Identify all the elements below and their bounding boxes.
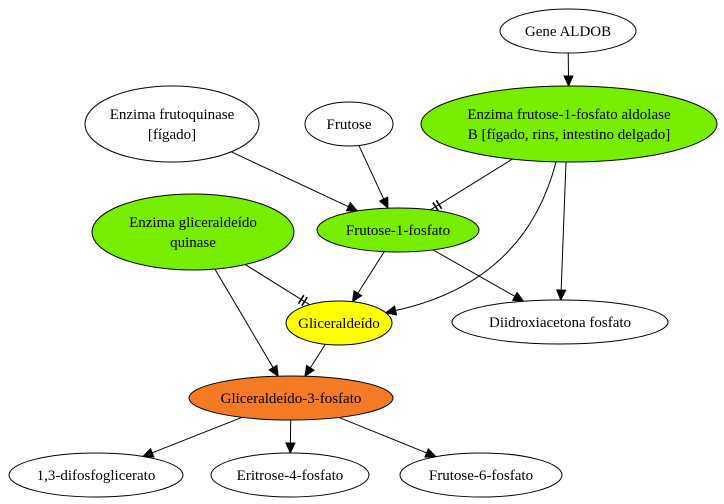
node-frutose-1-fosfato: Frutose-1-fosfato	[316, 207, 480, 253]
edge-enzima_frutoquinase-to-frutose_1_fosfato	[231, 151, 359, 212]
node-label: Enzima gliceraldeído	[129, 215, 257, 231]
node-ellipse	[8, 452, 184, 498]
node-label: Frutose	[327, 117, 372, 133]
node-ellipse	[420, 85, 718, 163]
node-difosfoglicerato: 1,3-difosfoglicerato	[8, 452, 184, 498]
node-frutose-6-fosfato: Frutose-6-fosfato	[399, 452, 563, 498]
edge-line	[214, 268, 274, 368]
edge-enzima_aldolase-to-gliceraldeido	[384, 161, 557, 316]
node-ellipse	[316, 207, 480, 253]
arrowhead	[378, 196, 389, 210]
edge-enzima_aldolase-to-frutose_1_fosfato	[430, 158, 513, 212]
node-ellipse	[188, 375, 394, 421]
node-enzima-glic-quinase: Enzima gliceraldeído quinase	[91, 193, 295, 271]
node-enzima-aldolase: Enzima frutose-1-fosfato aldolase B [fíga…	[420, 85, 718, 163]
edge-frutose-to-frutose_1_fosfato	[358, 145, 389, 210]
edge-gliceraldeido-to-glic_3_fosfato	[304, 343, 326, 378]
node-ellipse	[91, 193, 295, 271]
arrowhead	[424, 447, 438, 458]
node-eritrose: Eritrose-4-fosfato	[210, 452, 370, 498]
node-ellipse	[210, 452, 370, 498]
edge-line	[432, 249, 516, 297]
edge-line	[152, 416, 243, 454]
node-frutose: Frutose	[304, 101, 394, 147]
node-label: Enzima frutoquinase	[110, 107, 235, 123]
edge-gene_aldob-to-enzima_aldolase	[563, 52, 574, 88]
node-ellipse	[451, 299, 669, 345]
arrowhead	[351, 290, 363, 303]
edge-enzima_aldolase-to-diidroxiacetona	[555, 161, 567, 302]
node-ellipse	[84, 85, 260, 163]
edges-layer	[141, 52, 574, 458]
node-label: Gliceraldeído-3-fosfato	[221, 391, 362, 407]
node-label: Gene ALDOB	[525, 24, 611, 40]
edge-frutose_1_fosfato-to-gliceraldeido	[351, 251, 385, 303]
node-label: Gliceraldeído	[298, 316, 380, 332]
node-label: quinase	[170, 235, 216, 251]
arrowhead	[304, 364, 316, 378]
edge-line	[395, 161, 557, 312]
arrowhead	[285, 442, 296, 455]
inhibition-tick	[435, 199, 443, 210]
arrowhead	[268, 364, 279, 378]
node-gene-aldob: Gene ALDOB	[499, 8, 637, 54]
node-enzima-frutoquinase: Enzima frutoquinase [fígado]	[84, 85, 260, 163]
node-diidroxiacetona: Diidroxiacetona fosfato	[451, 299, 669, 345]
inhibition-tick	[297, 294, 305, 305]
node-label: Diidroxiacetona fosfato	[489, 315, 631, 331]
node-ellipse	[399, 452, 563, 498]
edge-enzima_glic_quinase-to-glic_3_fosfato	[214, 268, 279, 378]
edge-line	[231, 151, 349, 208]
arrowhead	[563, 75, 574, 88]
node-label: Frutose-1-fosfato	[346, 223, 450, 239]
edge-line	[309, 343, 326, 369]
edge-glic_3_fosfato-to-difosfoglicerato	[141, 416, 243, 458]
arrowhead	[345, 201, 359, 212]
node-label: B [fígado, rins, intestino delgado]	[468, 127, 670, 143]
arrowhead	[141, 447, 155, 458]
arrowhead	[511, 291, 525, 302]
node-label: Enzima frutose-1-fosfato aldolase	[467, 107, 671, 123]
edge-line	[244, 264, 310, 306]
edge-glic_3_fosfato-to-eritrose	[285, 419, 296, 455]
node-label: 1,3-difosfoglicerato	[37, 468, 156, 484]
node-label: [fígado]	[148, 127, 196, 143]
arrowhead	[555, 289, 567, 302]
node-label: Eritrose-4-fosfato	[237, 468, 344, 484]
edge-line	[358, 145, 385, 200]
node-ellipse	[304, 101, 394, 147]
arrowhead	[384, 305, 398, 316]
inhibition-tick	[432, 202, 439, 212]
edge-line	[338, 416, 427, 454]
edge-frutose_1_fosfato-to-diidroxiacetona	[432, 249, 525, 302]
node-ellipse	[499, 8, 637, 54]
edge-line	[430, 158, 513, 211]
edge-line	[357, 251, 385, 294]
node-gliceraldeido: Gliceraldeído	[285, 300, 393, 346]
node-label: Frutose-6-fosfato	[429, 468, 533, 484]
edge-line	[560, 161, 567, 291]
node-ellipse	[285, 300, 393, 346]
edge-enzima_glic_quinase-to-gliceraldeido	[244, 264, 310, 307]
edge-glic_3_fosfato-to-frutose_6_fosfato	[338, 416, 438, 458]
node-glic-3-fosfato: Gliceraldeído-3-fosfato	[188, 375, 394, 421]
inhibition-tick	[301, 296, 308, 307]
nodes-layer: Gene ALDOB Enzima frutoquinase [fígado] Fru…	[8, 8, 718, 498]
